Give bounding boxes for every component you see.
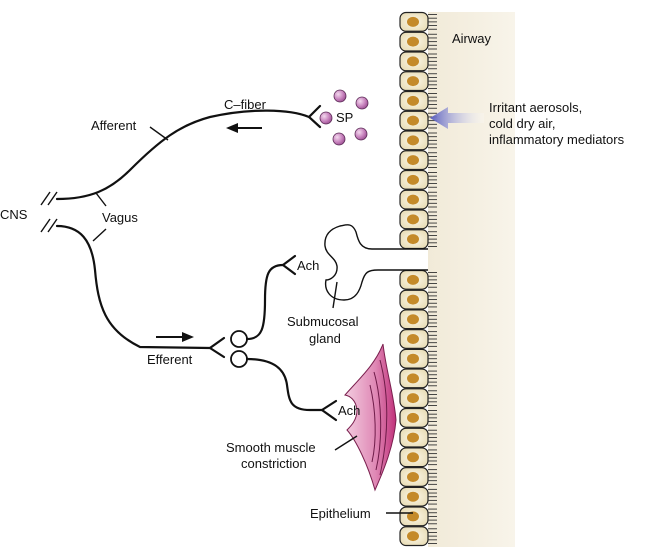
gland-leader [332,281,338,309]
epithelial-cell [399,289,437,310]
stimulus-label-line2: cold dry air, [489,116,555,131]
cell-nucleus [407,274,419,285]
stimulus-label-line1: Irritant aerosols, [489,100,582,115]
cell-nucleus [407,155,419,166]
sp-particle [355,96,369,110]
epithelial-cell [399,169,437,190]
cell-nucleus [407,16,419,27]
ach-muscle-label: Ach [338,403,360,418]
submucosal-gland [324,224,428,301]
cns-label: CNS [0,207,28,222]
cell-nucleus [407,373,419,384]
epithelial-cell [399,110,437,131]
airway-label: Airway [452,31,492,46]
epithelial-cell [399,368,437,389]
cell-nucleus [407,56,419,67]
muscle-label-line1: Smooth muscle [226,440,316,455]
cell-nucleus [407,194,419,205]
epithelium-upper [399,11,437,250]
epithelial-cell [399,427,437,448]
cell-nucleus [407,393,419,404]
cell-nucleus [407,174,419,185]
epithelium-label: Epithelium [310,506,371,521]
epithelial-cell [399,51,437,72]
cell-nucleus [407,491,419,502]
stimulus-label-line3: inflammatory mediators [489,132,625,147]
cell-nucleus [407,95,419,106]
afferent-terminal [307,104,322,129]
epithelial-cell [399,209,437,230]
epithelial-cell [399,407,437,428]
cell-nucleus [407,334,419,344]
ganglion-cell-lower [230,350,248,368]
epithelial-cell [399,486,437,507]
cell-nucleus [407,115,419,126]
efferent-label: Efferent [147,352,193,367]
cell-nucleus [407,294,419,305]
epithelial-cell [399,90,437,111]
efferent-terminal [208,336,226,359]
epithelial-cell [399,71,437,92]
cns-break-marks [40,191,58,233]
vagus-leader-lower [92,228,107,242]
cell-nucleus [407,531,419,542]
cell-nucleus [407,472,419,482]
cell-nucleus [407,234,419,245]
epithelial-cell [399,348,437,369]
epithelial-cell [399,189,437,210]
muscle-label-line2: constriction [241,456,307,471]
epithelial-cell [399,309,437,330]
postganglionic-muscle-fiber [245,357,324,412]
gland-label-line2: gland [309,331,341,346]
efferent-nerve [55,224,212,350]
cell-nucleus [407,432,419,443]
epithelial-cell [399,229,437,250]
sp-particle [354,127,368,141]
cell-nucleus [407,353,419,364]
vagus-leader-upper [95,192,107,207]
epithelial-cell [399,130,437,151]
cell-nucleus [407,76,419,87]
smooth-muscle [344,343,397,492]
cell-nucleus [407,36,419,47]
afferent-nerve [55,109,311,201]
c-fiber-label: C–fiber [224,97,267,112]
cell-nucleus [407,452,419,463]
stimulus-arrow [430,107,484,129]
epithelial-cell [399,11,437,32]
sp-particle [332,132,346,146]
epithelium-lower [399,269,437,547]
epithelial-cell [399,526,437,547]
cell-nucleus [407,135,419,146]
airway-lumen [428,12,515,547]
epithelial-cell [399,506,437,527]
gland-label-line1: Submucosal [287,314,359,329]
epithelial-cell [399,31,437,52]
muscle-leader [334,435,358,451]
epithelial-cell [399,329,437,349]
epithelial-cell [399,388,437,409]
efferent-arrowhead [182,332,194,342]
sp-label: SP [336,110,353,125]
cell-nucleus [407,412,419,423]
sp-particle [319,111,333,125]
cell-nucleus [407,214,419,225]
vagus-label: Vagus [102,210,138,225]
cell-nucleus [407,314,419,325]
ganglion-cell-upper [230,330,248,348]
afferent-label: Afferent [91,118,137,133]
gland-ach-terminal [281,254,297,276]
epithelial-cell [399,447,437,468]
afferent-leader [149,126,169,141]
cell-nucleus [407,511,419,522]
afferent-arrowhead [226,123,238,133]
ach-gland-label: Ach [297,258,319,273]
epithelial-cell [399,467,437,487]
postganglionic-gland-fiber [245,263,285,341]
epithelial-cell [399,150,437,171]
muscle-ach-terminal [320,399,338,422]
substance-p-particles [319,89,369,146]
sp-particle [333,89,347,103]
